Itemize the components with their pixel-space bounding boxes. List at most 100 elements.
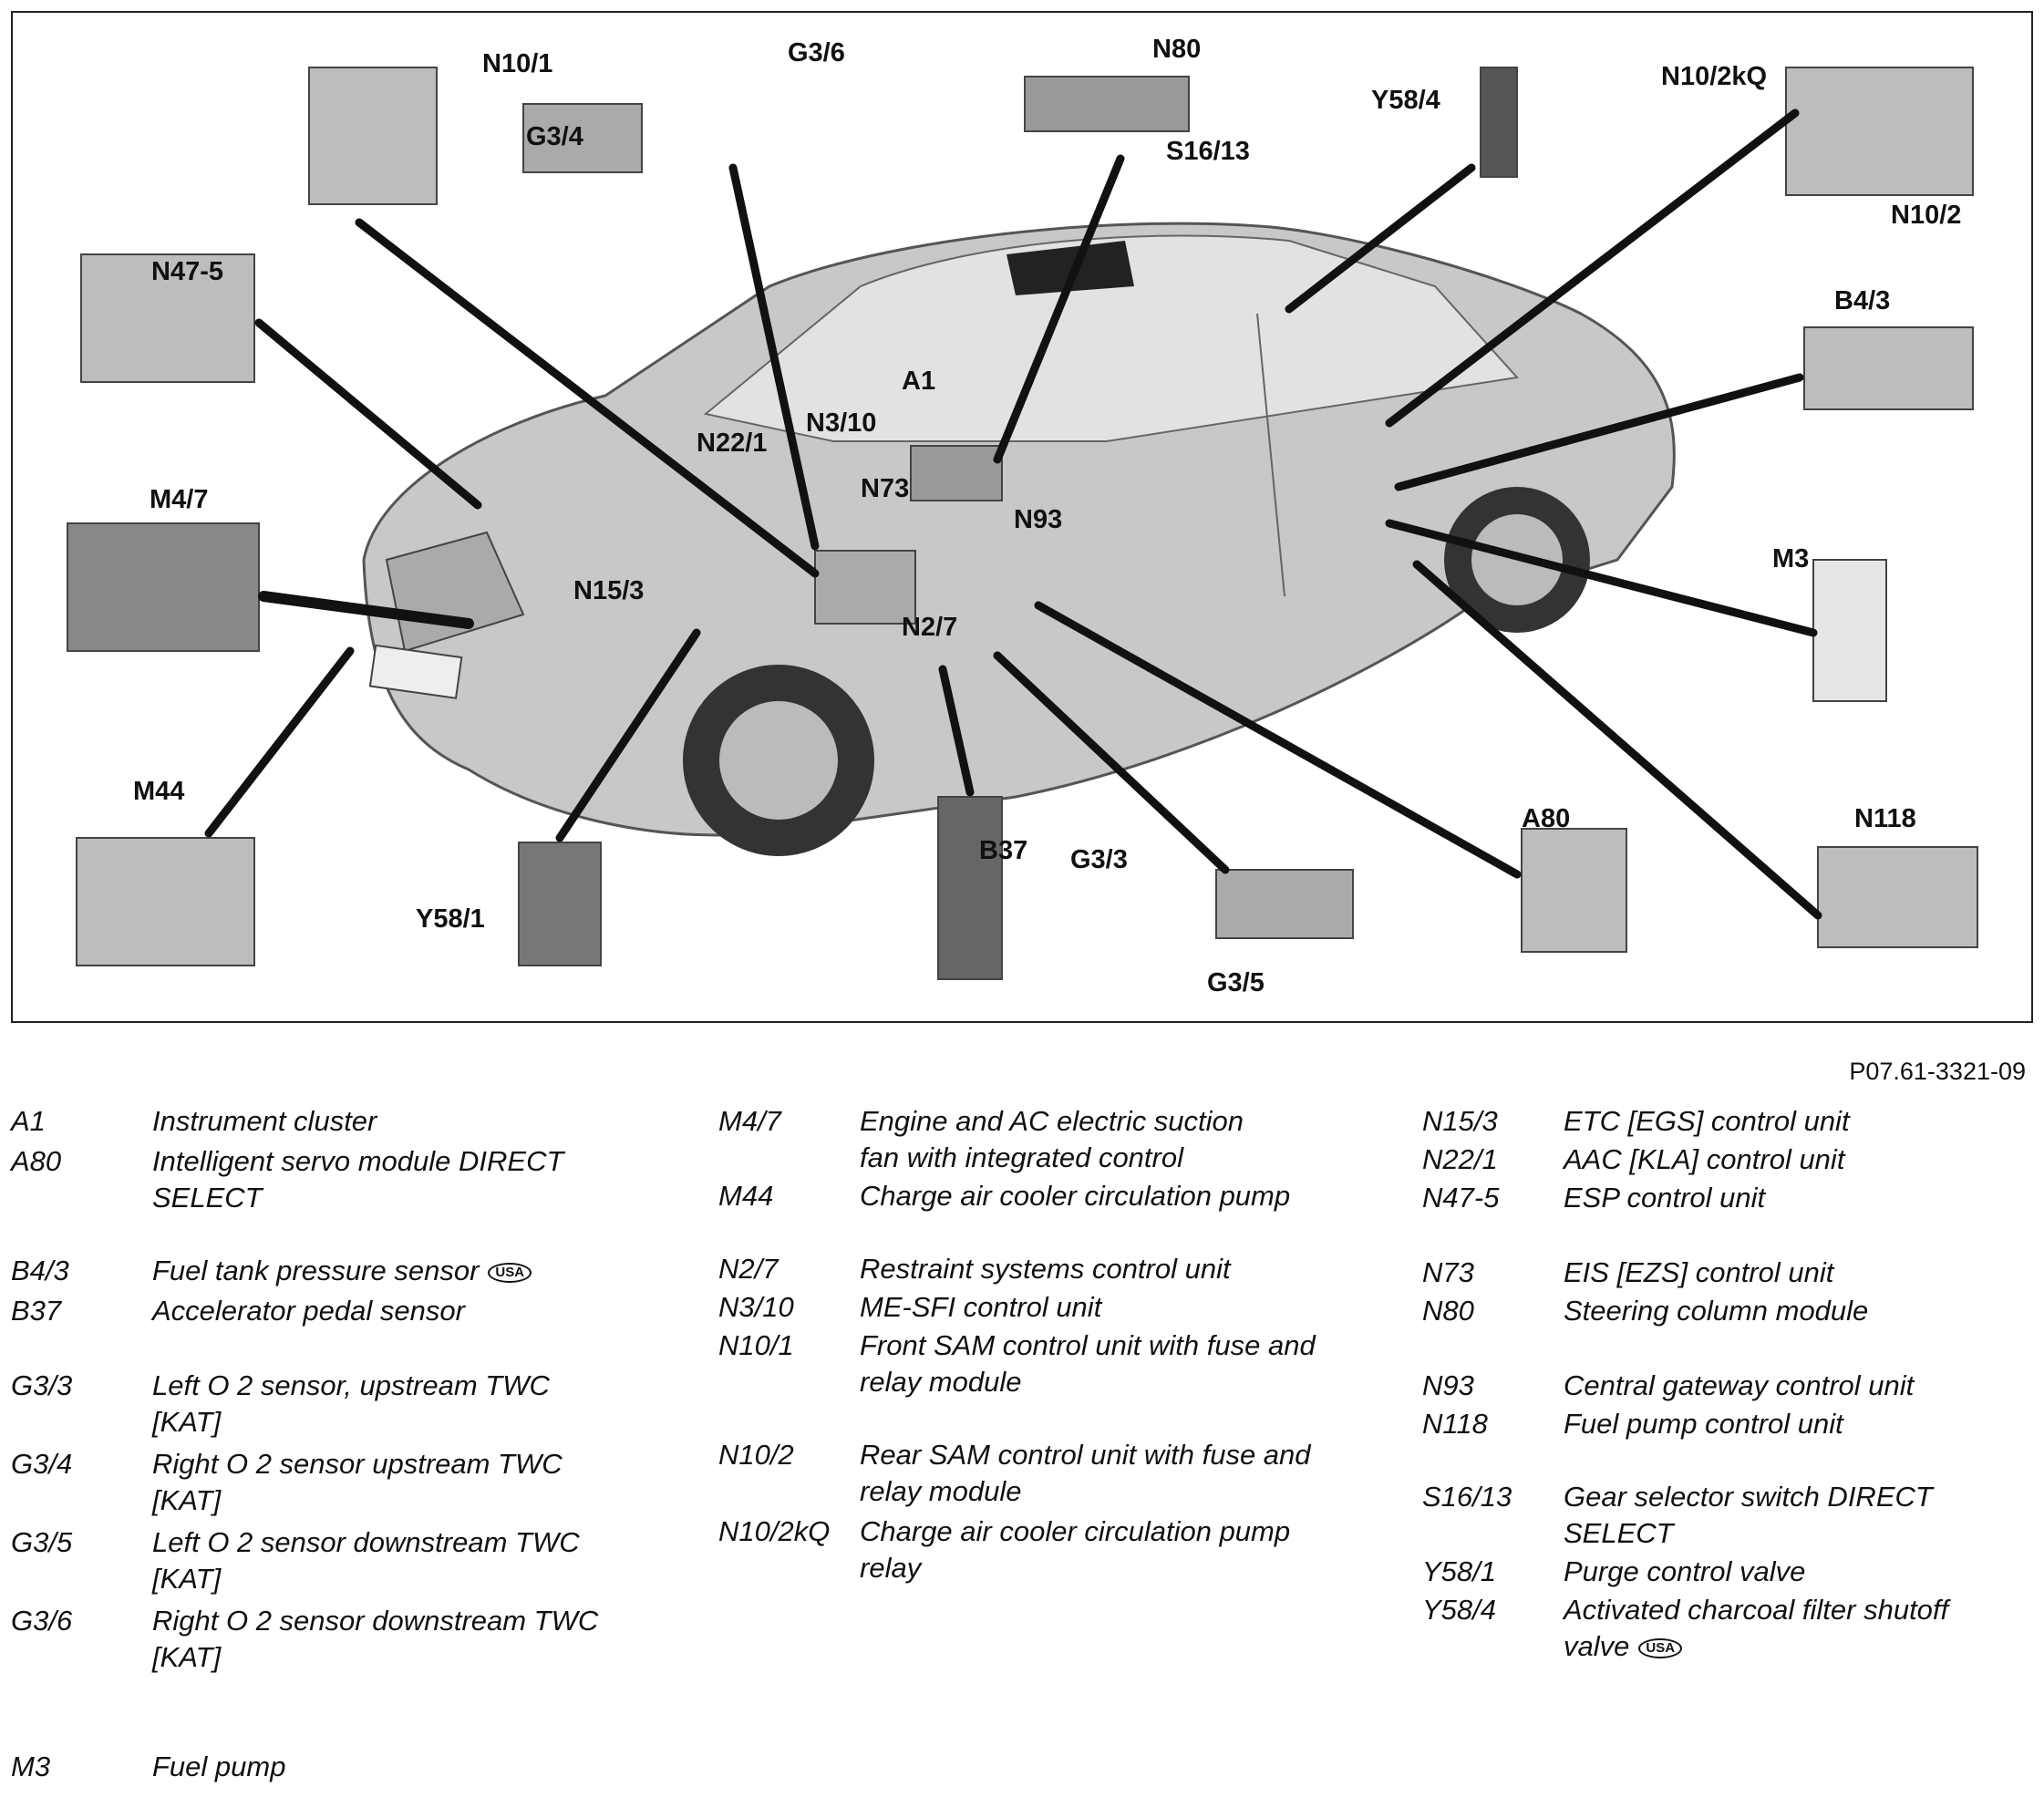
legend-code: S16/13 [1422, 1481, 1512, 1513]
legend-code: Y58/1 [1422, 1555, 1497, 1587]
callout-m3: M3 [1772, 544, 1810, 573]
legend-column-1: A1 Instrument cluster A80 Intelligent se… [11, 1103, 640, 1785]
legend-desc: Left O 2 sensor downstream TWC [KAT] [152, 1526, 580, 1595]
legend-item: Y58/4 Activated charcoal filter shutoff … [1422, 1592, 2033, 1665]
callout-n47-5: N47-5 [151, 257, 223, 286]
legend-code: N3/10 [718, 1291, 794, 1323]
legend-item: N47-5 ESP control unit [1422, 1180, 2033, 1216]
callout-g3-5: G3/5 [1207, 968, 1265, 997]
callout-m4-7: M4/7 [150, 485, 209, 514]
callout-g3-6: G3/6 [788, 38, 845, 67]
legend-desc: ME-SFI control unit [860, 1291, 1102, 1323]
callout-n10-2: N10/2 [1891, 201, 1962, 230]
legend-code: N10/2kQ [718, 1515, 831, 1547]
legend-item: S16/13 Gear selector switch DIRECT SELEC… [1422, 1479, 2033, 1552]
leader-lines [204, 108, 1822, 920]
legend-item: G3/3 Left O 2 sensor, upstream TWC [KAT] [11, 1368, 640, 1441]
callout-a1: A1 [902, 367, 936, 396]
callout-n3-10: N3/10 [806, 408, 877, 438]
legend-item: N22/1 AAC [KLA] control unit [1422, 1141, 2033, 1178]
callout-m44: M44 [133, 777, 185, 806]
legend-desc: Instrument cluster [152, 1105, 377, 1137]
legend-item: G3/5 Left O 2 sensor downstream TWC [KAT… [11, 1524, 640, 1597]
legend-desc: Fuel pump control unit [1564, 1408, 1843, 1440]
legend-item: N118 Fuel pump control unit [1422, 1406, 2033, 1442]
callout-n80: N80 [1152, 35, 1202, 64]
legend-desc: EIS [EZS] control unit [1564, 1256, 1834, 1288]
legend-item: M44 Charge air cooler circulation pump [718, 1178, 1357, 1214]
legend-code: A1 [11, 1105, 46, 1137]
legend-desc: Intelligent servo module DIRECT SELECT [152, 1145, 564, 1214]
callout-a80: A80 [1522, 804, 1571, 833]
legend-code: N22/1 [1422, 1143, 1498, 1175]
legend-column-3: N15/3 ETC [EGS] control unit N22/1 AAC [… [1422, 1103, 2033, 1665]
legend-code: G3/4 [11, 1448, 73, 1480]
legend-item: N80 Steering column module [1422, 1293, 2033, 1329]
legend-item: G3/6 Right O 2 sensor downstream TWC [KA… [11, 1603, 640, 1676]
callout-n73: N73 [861, 474, 910, 503]
legend-code: N10/1 [718, 1329, 794, 1361]
callout-n15-3: N15/3 [573, 576, 645, 605]
legend-code: N73 [1422, 1256, 1474, 1288]
legend-desc: ETC [EGS] control unit [1564, 1105, 1850, 1137]
callout-g3-3: G3/3 [1070, 845, 1128, 874]
legend-item: B4/3 Fuel tank pressure sensor USA [11, 1253, 640, 1289]
callout-n93: N93 [1014, 505, 1063, 534]
legend-desc: Engine and AC electric suction fan with … [860, 1105, 1244, 1173]
callout-b37: B37 [979, 836, 1028, 865]
usa-badge-icon: USA [488, 1262, 532, 1283]
legend-code: B37 [11, 1295, 62, 1327]
component-thumbnails [67, 67, 1978, 980]
callout-n10-1: N10/1 [482, 49, 553, 78]
legend-code: N47-5 [1422, 1182, 1500, 1214]
legend-code: N10/2 [718, 1439, 794, 1471]
legend-item: N10/2kQ Charge air cooler circulation pu… [718, 1513, 1357, 1586]
legend-code: M44 [718, 1180, 774, 1212]
legend-desc: Front SAM control unit with fuse and rel… [860, 1329, 1316, 1398]
legend-code: N118 [1422, 1408, 1488, 1440]
legend-code: A80 [11, 1145, 62, 1177]
legend-item: B37 Accelerator pedal sensor [11, 1293, 640, 1329]
callout-b4-3: B4/3 [1834, 286, 1891, 315]
legend-item: N15/3 ETC [EGS] control unit [1422, 1103, 2033, 1140]
legend-desc: Steering column module [1564, 1295, 1869, 1327]
legend-code: B4/3 [11, 1255, 69, 1286]
legend-item: Y58/1 Purge control valve [1422, 1554, 2033, 1590]
legend-column-2: M4/7 Engine and AC electric suction fan … [718, 1103, 1357, 1586]
legend-code: G3/5 [11, 1526, 73, 1558]
legend-code: N2/7 [718, 1253, 779, 1285]
legend-desc: Purge control valve [1564, 1555, 1806, 1587]
legend-item: G3/4 Right O 2 sensor upstream TWC [KAT] [11, 1446, 640, 1519]
legend-code: G3/6 [11, 1605, 73, 1637]
legend-desc: Right O 2 sensor downstream TWC [KAT] [152, 1605, 599, 1673]
callout-n10-2kq: N10/2kQ [1661, 62, 1768, 91]
callout-n118: N118 [1854, 804, 1916, 833]
legend-desc: Left O 2 sensor, upstream TWC [KAT] [152, 1369, 550, 1438]
legend-desc: Rear SAM control unit with fuse and rela… [860, 1439, 1311, 1507]
legend-item: N93 Central gateway control unit [1422, 1368, 2033, 1404]
legend-desc: Charge air cooler circulation pump [860, 1180, 1291, 1212]
legend-code: M4/7 [718, 1105, 781, 1137]
legend-item: M3 Fuel pump [11, 1749, 640, 1785]
legend-desc: Fuel tank pressure sensor [152, 1255, 480, 1286]
diagram-artwork [67, 67, 1978, 980]
legend-item: N2/7 Restraint systems control unit [718, 1251, 1357, 1287]
legend-desc: Right O 2 sensor upstream TWC [KAT] [152, 1448, 563, 1516]
usa-badge-icon: USA [1638, 1637, 1683, 1658]
legend-desc: Gear selector switch DIRECT SELECT [1564, 1481, 1933, 1549]
car-illustration [362, 222, 1676, 856]
callout-n2-7: N2/7 [902, 613, 958, 642]
legend-item: N73 EIS [EZS] control unit [1422, 1255, 2033, 1291]
diagram-frame: N10/1 G3/6 G3/4 N80 S16/13 Y58/4 N10/2kQ… [11, 11, 2033, 1023]
legend-code: M3 [11, 1751, 51, 1782]
legend-item: N10/1 Front SAM control unit with fuse a… [718, 1327, 1357, 1400]
legend-item: A1 Instrument cluster [11, 1103, 640, 1140]
legend-item: N10/2 Rear SAM control unit with fuse an… [718, 1437, 1357, 1510]
legend-desc: Fuel pump [152, 1751, 286, 1782]
callout-y58-4: Y58/4 [1371, 86, 1440, 115]
legend-desc: Activated charcoal filter shutoff valve [1564, 1594, 1949, 1662]
legend-desc: AAC [KLA] control unit [1564, 1143, 1845, 1175]
legend-desc: ESP control unit [1564, 1182, 1766, 1214]
figure-id: P07.61-3321-09 [1849, 1058, 2026, 1085]
legend-code: N80 [1422, 1295, 1474, 1327]
